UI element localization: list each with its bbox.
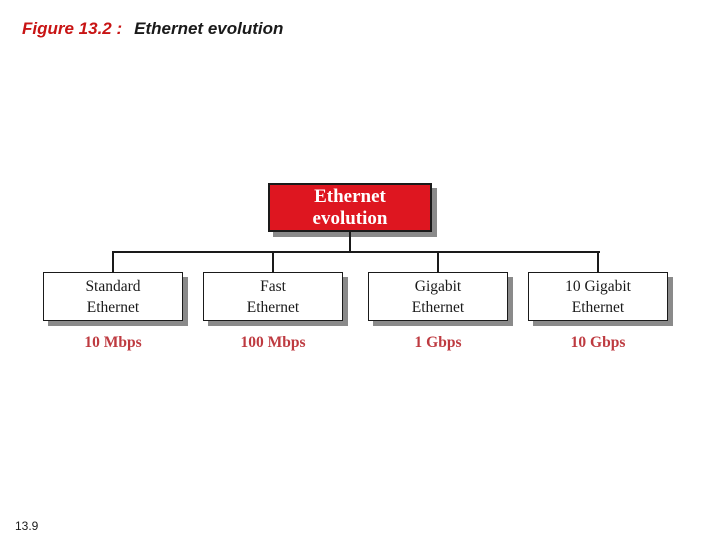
branch-gigabit-ethernet: Gigabit Ethernet 1 Gbps <box>368 272 508 352</box>
node-label-line1: Fast <box>260 277 286 295</box>
connector-horizontal-line <box>112 251 600 253</box>
connector-drop-10-gigabit-ethernet <box>597 253 599 272</box>
node-label-line2: Ethernet <box>411 298 465 316</box>
branch-fast-ethernet: Fast Ethernet 100 Mbps <box>203 272 343 352</box>
connector-drop-fast-ethernet <box>272 253 274 272</box>
node-gigabit-ethernet: Gigabit Ethernet <box>368 272 508 321</box>
node-10-gigabit-ethernet: 10 Gigabit Ethernet <box>528 272 668 321</box>
root-node-ethernet-evolution: Ethernet evolution <box>268 183 432 232</box>
speed-label-standard-ethernet: 10 Mbps <box>84 334 142 351</box>
branch-standard-ethernet: Standard Ethernet 10 Mbps <box>43 272 183 352</box>
speed-label-fast-ethernet: 100 Mbps <box>240 334 306 351</box>
root-node-label-line1: Ethernet <box>314 185 386 207</box>
node-label-line2: Ethernet <box>246 298 300 316</box>
root-node-label-line2: evolution <box>312 207 388 229</box>
figure-title: Figure 13.2 : Ethernet evolution <box>22 20 283 38</box>
branch-10-gigabit-ethernet: 10 Gigabit Ethernet 10 Gbps <box>528 272 668 352</box>
node-label-line2: Ethernet <box>571 298 625 316</box>
connector-drop-gigabit-ethernet <box>437 253 439 272</box>
node-standard-ethernet: Standard Ethernet <box>43 272 183 321</box>
speed-label-10-gigabit-ethernet: 10 Gbps <box>570 334 626 351</box>
figure-number-label: Figure 13.2 : <box>22 19 123 38</box>
node-label-line2: Ethernet <box>86 298 140 316</box>
connector-root-stub <box>349 232 351 252</box>
node-label-line1: 10 Gigabit <box>565 277 631 295</box>
node-label-line1: Standard <box>85 277 141 295</box>
slide-page-number: 13.9 <box>15 519 39 533</box>
figure-name-label: Ethernet evolution <box>134 19 284 38</box>
node-fast-ethernet: Fast Ethernet <box>203 272 343 321</box>
connector-drop-standard-ethernet <box>112 253 114 272</box>
node-label-line1: Gigabit <box>414 277 462 295</box>
speed-label-gigabit-ethernet: 1 Gbps <box>414 334 462 351</box>
